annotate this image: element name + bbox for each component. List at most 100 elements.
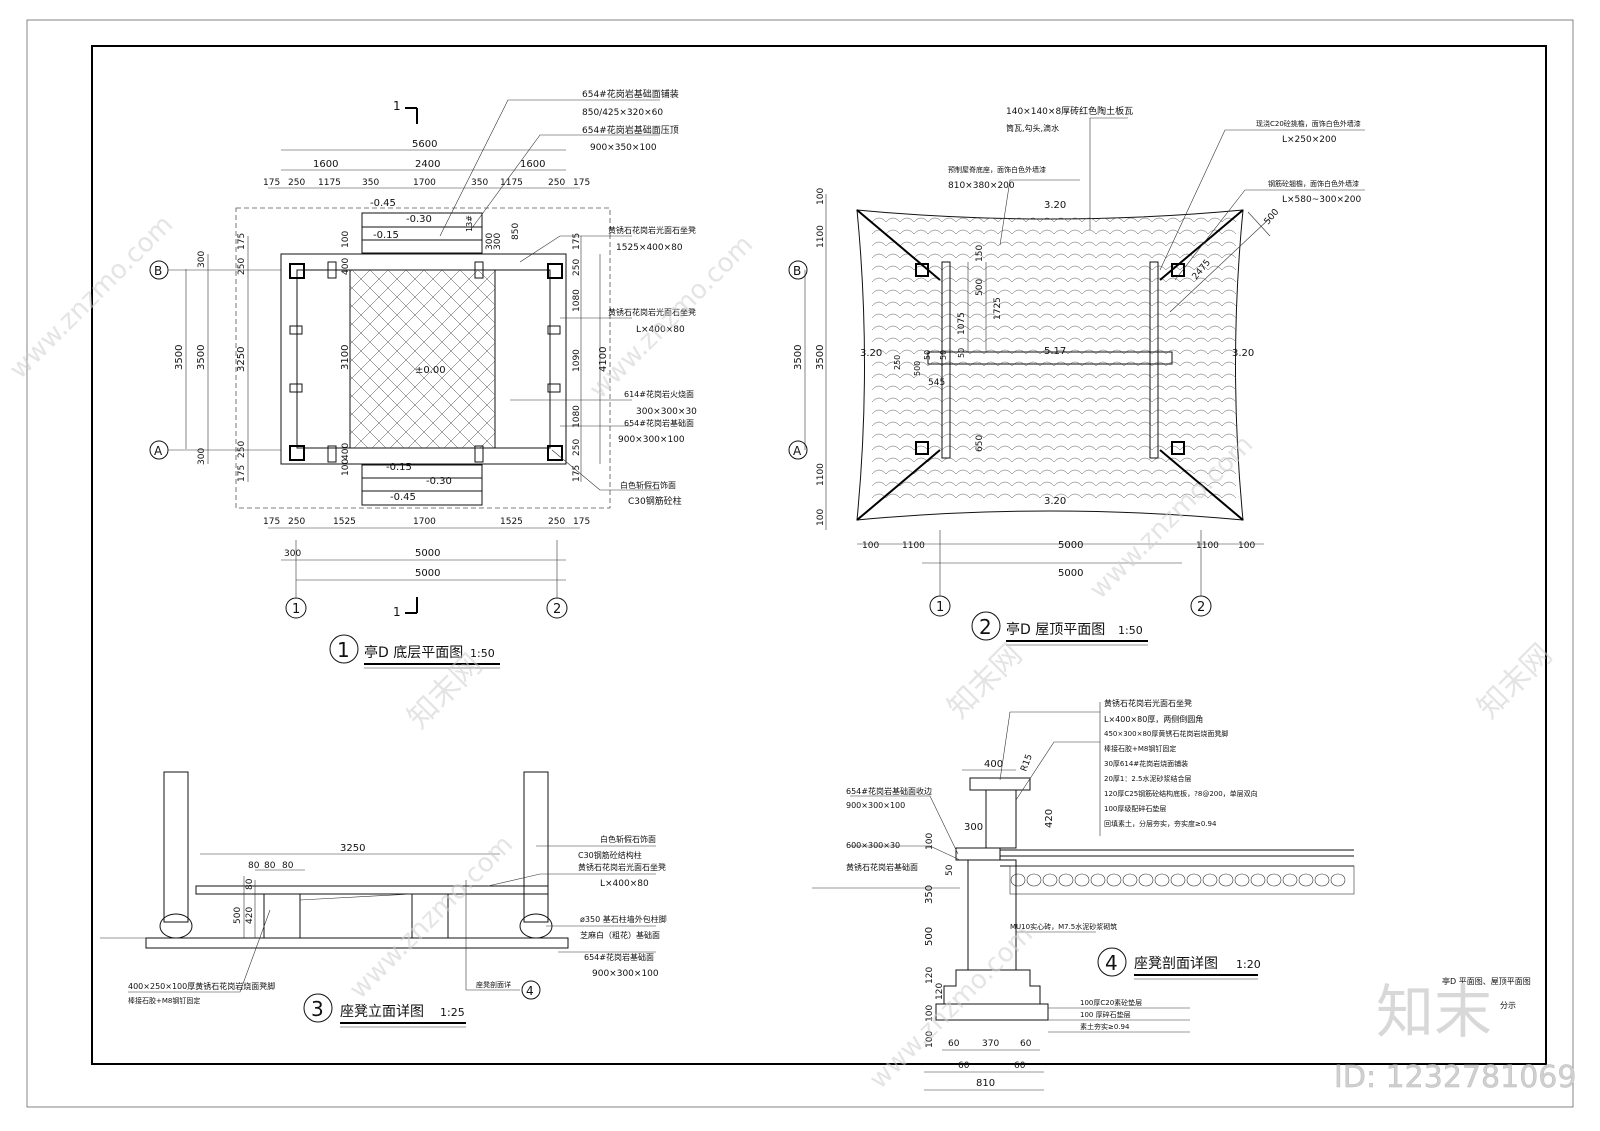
plan1-dim-top: 250 — [288, 178, 305, 188]
plan1-dim-bottom: 5000 — [415, 568, 440, 579]
plan1-dashed-outline — [235, 207, 611, 509]
elev3-dim: 3250 — [340, 843, 365, 854]
plan1-steps-bottom — [361, 464, 483, 506]
sect4-dim: 500 — [924, 927, 935, 946]
sect4-edge-stone — [955, 847, 1001, 861]
plan2-dim-bottom: 5000 — [1058, 568, 1083, 579]
sect4-title: 座凳剖面详图 — [1134, 956, 1218, 972]
plan2-scale: 1:50 — [1118, 624, 1143, 637]
plan1-dim-top: 1175 — [318, 178, 341, 188]
sect4-dim: 60 — [948, 1039, 960, 1049]
plan1-dim-right: 250 — [572, 259, 582, 276]
plan2-dim-inner: 1725 — [993, 297, 1003, 320]
plan1-dim-top: 175 — [263, 178, 280, 188]
plan2-dim-inner: 500 — [913, 361, 922, 376]
elev3-bench-top — [195, 885, 549, 895]
sect4-bottom-callout: 素土夯实≥0.94 — [1080, 1022, 1130, 1031]
plan1-callout-name: 654#花岗岩基础面 — [624, 418, 694, 428]
plan1-column — [289, 263, 305, 279]
plan1-callout-size: 300×300×30 — [636, 407, 697, 417]
elev3-column-left — [163, 771, 189, 923]
plan1-callout-size: C30钢筋砼柱 — [628, 495, 682, 507]
plan2-dim-left: 100 — [816, 188, 826, 205]
plan1-title-bubble — [329, 634, 359, 664]
sect4-bottom-callout: 100厚C20素砼垫层 — [1080, 998, 1142, 1007]
plan1-dim-inner: 850 — [511, 223, 521, 240]
plan1-dim-bottom: 1525 — [500, 517, 523, 527]
sect4-footing — [935, 1003, 1049, 1021]
plan1-dim-inner: 400 — [341, 443, 351, 460]
plan1-callout-name: 654#花岗岩基础面铺装 — [582, 88, 679, 100]
elev3-callout-size: 芝麻白（粗花）基础面 — [580, 930, 660, 940]
elev3-callout-name: ø350 基石柱墙外包柱脚 — [580, 914, 667, 924]
plan1-dim-right: 1080 — [572, 405, 582, 428]
sect4-top-callout: 回填素土，分层夯实，夯实度≥0.94 — [1104, 819, 1217, 828]
plan2-callout-name: 预制屋脊底座，面饰白色外墙漆 — [948, 165, 1046, 174]
elev3-dim: 80 — [245, 878, 255, 890]
elev3-dim: 80 — [282, 861, 294, 871]
plan1-dim-right: 4100 — [598, 347, 609, 372]
plan1-dim-right: 1090 — [572, 349, 582, 372]
plan1-level: -0.30 — [406, 214, 432, 225]
watermark-site: www.znzmo.com — [1084, 430, 1259, 605]
plan1-callout-size: 1525×400×80 — [616, 243, 683, 253]
elev3-callout-name: 黄锈石花岗岩光面石坐凳 — [578, 862, 666, 872]
plan1-dim-left: 250 — [237, 441, 247, 458]
sect4-dim: 120 — [935, 983, 945, 1000]
plan1-dim-left: 175 — [237, 465, 247, 482]
sect4-top-callout: 120厚C25钢筋砼结构底板，?8@200，单层双向 — [1104, 789, 1258, 798]
plan1-dim-right: 175 — [572, 233, 582, 250]
plan1-scale: 1:50 — [470, 647, 495, 660]
plan1-dim-top: 350 — [471, 178, 488, 188]
plan2-dim-inner: 50 — [923, 350, 932, 360]
plan1-axis-1: 1 — [292, 602, 300, 617]
elev3-callout-size: 棒接石胶+M8钢钉固定 — [128, 996, 200, 1005]
plan2-ridge-left — [941, 261, 951, 459]
plan2-level: 3.20 — [1044, 200, 1066, 211]
plan1-bench-ring — [296, 269, 551, 449]
plan1-dim-top: 1700 — [413, 178, 436, 188]
plan2-dim-inner: 150 — [975, 245, 985, 262]
plan2-dim-left: 3500 — [815, 345, 826, 370]
sect4-dim: 300 — [964, 822, 983, 833]
plan1-dim-top: 1600 — [313, 159, 338, 170]
elev3-column-right — [523, 771, 549, 923]
plan1-dim-left: 3250 — [236, 347, 247, 372]
plan1-dim-inner: 100 — [341, 459, 351, 476]
plan2-callout-size: 筒瓦,勾头,滴水 — [1006, 123, 1059, 133]
plan1-dim-left: 250 — [237, 258, 247, 275]
plan1-level: -0.15 — [373, 230, 399, 241]
elev3-bench-leg — [263, 893, 301, 939]
plan2-dim-left: 1100 — [816, 463, 826, 486]
plan1-dim-left: 3500 — [196, 345, 207, 370]
elev3-section-ref-num: 4 — [526, 984, 534, 998]
plan1-dim-inner: 300 — [485, 233, 495, 250]
sect4-dim: 100 — [925, 1031, 935, 1048]
plan1-dim-bottom: 5000 — [415, 548, 440, 559]
plan1-dim-top: 5600 — [412, 139, 437, 150]
plan1-dim-inner: 13# — [465, 215, 474, 232]
plan2-callout-size: L×580~300×200 — [1282, 195, 1361, 205]
sect4-dim: 100 — [925, 1005, 935, 1022]
plan1-dim-top: 1600 — [520, 159, 545, 170]
elev3-dim: 80 — [264, 861, 276, 871]
plan1-dim-bottom: 175 — [263, 517, 280, 527]
plan2-callout-name: 140×140×8厚砖红色陶土板瓦 — [1006, 105, 1133, 117]
plan1-callout-size: 850/425×320×60 — [582, 108, 663, 118]
elev3-title-num: 3 — [311, 997, 324, 1021]
plan2-dim-inner: 50 — [957, 348, 966, 358]
sect4-dim: 120 — [925, 967, 935, 984]
plan1-dim-left: 3500 — [174, 345, 185, 370]
plan1-dim-bottom: 250 — [548, 517, 565, 527]
plan2-callout-size: 810×380×200 — [948, 181, 1015, 191]
elev3-callout-size: 900×300×100 — [592, 969, 659, 979]
plan2-axis-b: B — [793, 264, 801, 278]
sect4-left-callout-size: 黄锈石花岗岩基础面 — [846, 862, 918, 872]
plan1-dim-bottom: 1525 — [333, 517, 356, 527]
sect4-dim: 400 — [984, 759, 1003, 770]
plan1-dim-right: 250 — [572, 439, 582, 456]
elev3-callout-size: C30钢筋砼结构柱 — [578, 850, 642, 860]
sect4-dim: 60 — [1014, 1061, 1026, 1071]
plan2-level: 3.20 — [1044, 496, 1066, 507]
